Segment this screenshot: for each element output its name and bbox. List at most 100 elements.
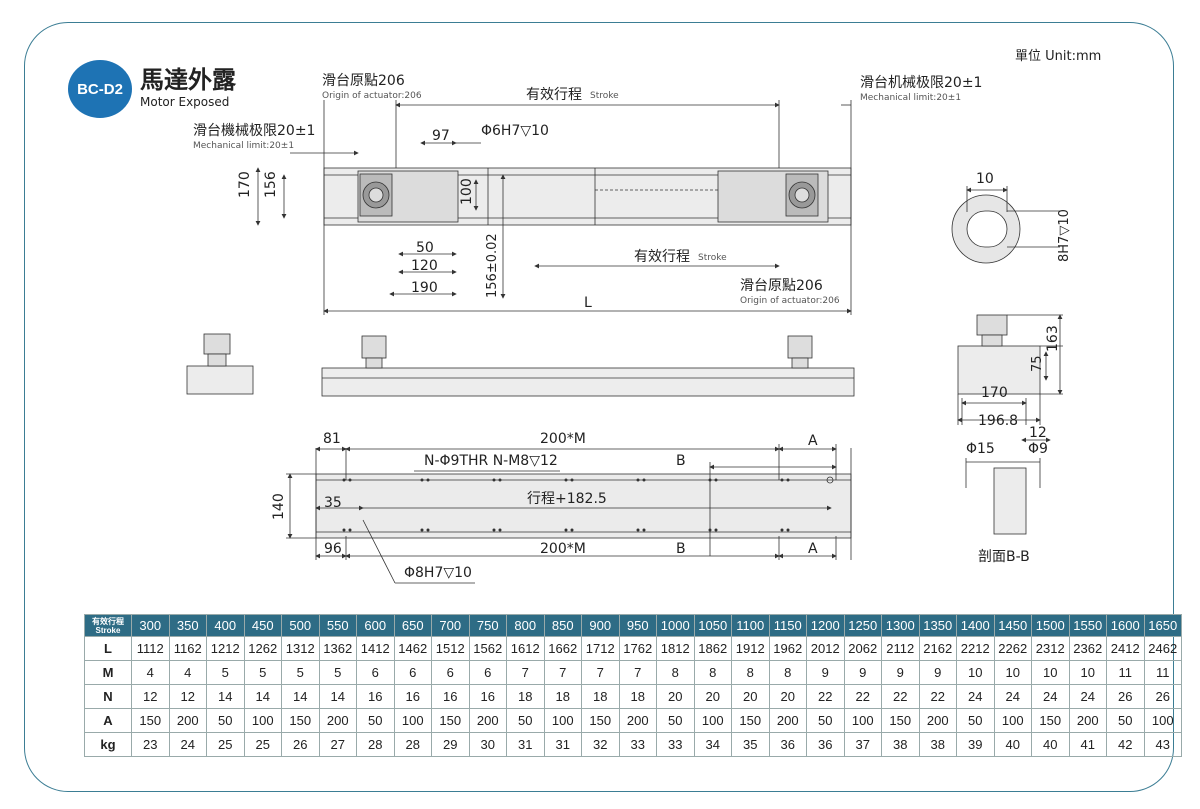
dim-97: 97: [432, 128, 450, 144]
pin-hole-label: Φ8H7▽10: [404, 565, 472, 581]
table-cell: 2312: [1031, 636, 1070, 661]
dim-120: 120: [411, 258, 438, 274]
table-cell: 50: [206, 708, 245, 733]
table-cell: 200: [168, 708, 207, 733]
table-cell: 1912: [731, 636, 770, 661]
table-row-label: A: [84, 708, 132, 733]
table-cell: 24: [1068, 684, 1107, 709]
table-stroke-cell: 300: [131, 614, 170, 637]
table-stroke-cell: 900: [581, 614, 620, 637]
table-cell: 1812: [656, 636, 695, 661]
table-cell: 9: [806, 660, 845, 685]
section-label: 剖面B-B: [978, 549, 1030, 565]
table-cell: 10: [956, 660, 995, 685]
dim-163: 163: [1045, 325, 1061, 352]
origin-left-en: Origin of actuator:206: [322, 91, 422, 101]
table-cell: 32: [581, 732, 620, 757]
table-cell: 41: [1068, 732, 1107, 757]
table-stroke-cell: 1100: [731, 614, 770, 637]
table-stroke-cell: 1350: [918, 614, 957, 637]
table-stroke-cell: 1250: [843, 614, 882, 637]
table-cell: 2412: [1106, 636, 1145, 661]
table-cell: 6: [468, 660, 507, 685]
dim-B-bot: B: [676, 541, 686, 557]
table-stroke-cell: 1650: [1143, 614, 1182, 637]
table-cell: 50: [506, 708, 545, 733]
section-b-b: [993, 467, 1027, 535]
dim-140: 140: [271, 493, 287, 520]
table-cell: 9: [918, 660, 957, 685]
mech-right-en: Mechanical limit:20±1: [860, 93, 962, 103]
table-cell: 1362: [318, 636, 357, 661]
dim-156-tol: 156±0.02: [485, 233, 500, 298]
table-cell: 31: [506, 732, 545, 757]
table-cell: 20: [731, 684, 770, 709]
table-cell: 150: [881, 708, 920, 733]
table-cell: 14: [206, 684, 245, 709]
bottom-hole-markers: [342, 478, 790, 532]
table-stroke-cell: 400: [206, 614, 245, 637]
table-cell: 25: [243, 732, 282, 757]
table-cell: 7: [581, 660, 620, 685]
table-cell: 200: [1068, 708, 1107, 733]
mech-left-zh: 滑台機械极限20±1: [193, 123, 316, 139]
table-stroke-cell: 1450: [993, 614, 1032, 637]
table-stroke-cell: 800: [506, 614, 545, 637]
table-cell: 23: [131, 732, 170, 757]
dim-50: 50: [416, 240, 434, 256]
end-view-right: [957, 345, 1041, 395]
table-cell: 5: [318, 660, 357, 685]
table-cell: 33: [618, 732, 657, 757]
table-cell: 4: [168, 660, 207, 685]
table-cell: 14: [281, 684, 320, 709]
table-cell: 35: [731, 732, 770, 757]
table-cell: 10: [1068, 660, 1107, 685]
dim-A-bot: A: [808, 541, 818, 557]
dim-170b: 170: [981, 385, 1008, 401]
table-cell: 22: [881, 684, 920, 709]
table-cell: 33: [656, 732, 695, 757]
table-cell: 100: [243, 708, 282, 733]
table-stroke-cell: 1600: [1106, 614, 1145, 637]
dim-200M-bot: 200*M: [540, 541, 586, 557]
table-cell: 150: [581, 708, 620, 733]
table-cell: 12: [168, 684, 207, 709]
dim-10: 10: [976, 171, 994, 187]
table-cell: 7: [543, 660, 582, 685]
table-stroke-cell: 600: [356, 614, 395, 637]
table-row-label: L: [84, 636, 132, 661]
table-cell: 150: [431, 708, 470, 733]
title-en: Motor Exposed: [140, 95, 230, 109]
table-stroke-cell: 1300: [881, 614, 920, 637]
table-row-label: kg: [84, 732, 132, 757]
table-cell: 6: [431, 660, 470, 685]
table-cell: 1712: [581, 636, 620, 661]
mech-right-zh: 滑台机械极限20±1: [860, 75, 983, 91]
table-stroke-cell: 450: [243, 614, 282, 637]
table-cell: 24: [956, 684, 995, 709]
table-stroke-cell: 1150: [768, 614, 807, 637]
table-cell: 22: [843, 684, 882, 709]
table-cell: 25: [206, 732, 245, 757]
table-stroke-cell: 650: [393, 614, 432, 637]
table-cell: 26: [281, 732, 320, 757]
table-stroke-cell: 350: [168, 614, 207, 637]
table-cell: 18: [581, 684, 620, 709]
table-cell: 9: [843, 660, 882, 685]
table-cell: 36: [806, 732, 845, 757]
table-cell: 16: [356, 684, 395, 709]
table-cell: 100: [1143, 708, 1182, 733]
table-row-label: M: [84, 660, 132, 685]
table-cell: 4: [131, 660, 170, 685]
table-cell: 100: [843, 708, 882, 733]
table-cell: 1162: [168, 636, 207, 661]
dim-phi9: Φ9: [1028, 441, 1048, 457]
table-cell: 11: [1143, 660, 1182, 685]
table-stroke-cell: 500: [281, 614, 320, 637]
table-cell: 9: [881, 660, 920, 685]
dim-156: 156: [263, 171, 279, 198]
table-cell: 11: [1106, 660, 1145, 685]
